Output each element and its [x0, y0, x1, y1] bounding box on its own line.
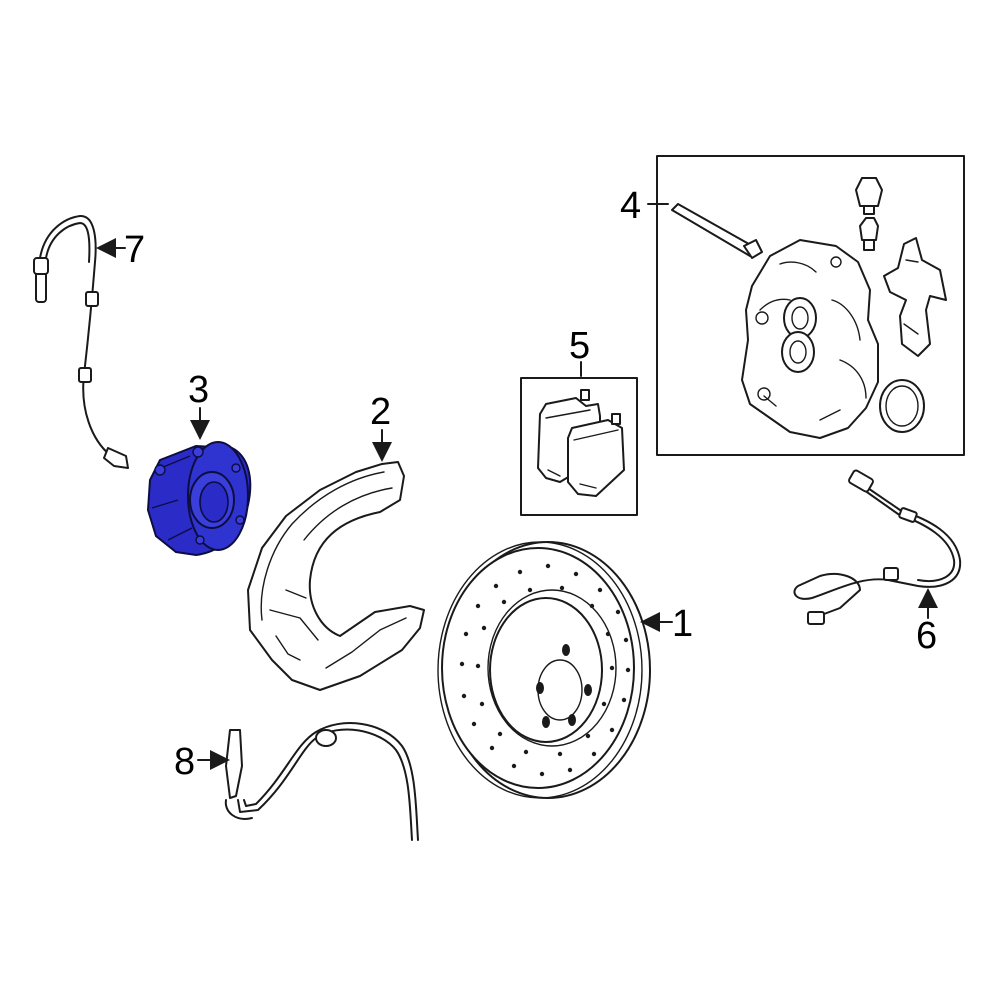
part-3-wheel-hub[interactable] [146, 441, 252, 557]
callout-8-label: 8 [174, 741, 195, 783]
callout-5-label: 5 [569, 325, 590, 367]
callout-1: 1 [640, 603, 693, 645]
callout-7: 7 [96, 229, 145, 271]
callout-8: 8 [174, 741, 230, 783]
callout-6: 6 [916, 588, 938, 657]
part-4-box [656, 155, 965, 456]
callout-2-label: 2 [370, 391, 391, 433]
callout-4: 4 [620, 185, 669, 227]
callout-3-label: 3 [188, 369, 209, 411]
rotor-drill-holes [459, 563, 631, 777]
part-5-brake-pads[interactable] [520, 377, 638, 516]
part-5-box [520, 377, 638, 516]
part-1-brake-rotor[interactable] [437, 541, 651, 799]
part-2-dust-shield[interactable] [247, 461, 425, 691]
part-4-caliper-assembly[interactable] [656, 155, 965, 456]
part-8-sensor-wire[interactable] [224, 722, 419, 841]
callout-4-label: 4 [620, 185, 641, 227]
part-7-sensor-wire[interactable] [33, 214, 129, 469]
callout-5: 5 [569, 325, 590, 377]
part-6-sensor-wire[interactable] [793, 469, 962, 625]
callout-1-label: 1 [672, 603, 693, 645]
callout-6-label: 6 [916, 615, 937, 657]
callout-7-label: 7 [124, 229, 145, 271]
callout-3: 3 [188, 369, 210, 440]
callout-2: 2 [370, 391, 392, 462]
